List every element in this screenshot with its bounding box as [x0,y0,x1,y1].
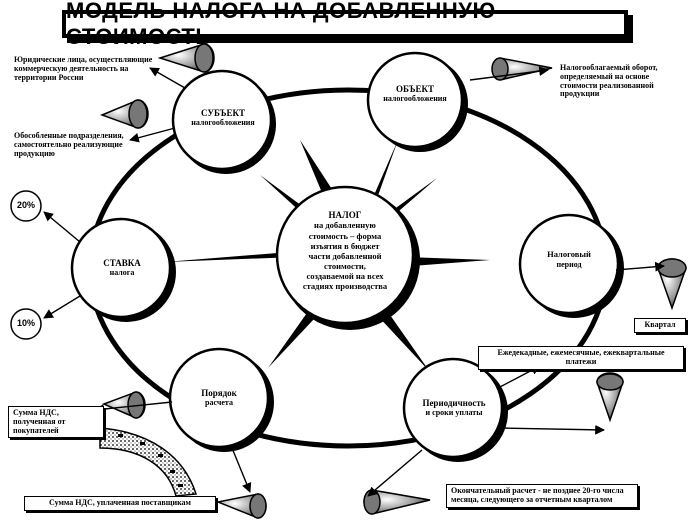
pipe-dashes [118,434,183,487]
center-node: НАЛОГ на добавленную стоимость – форма и… [302,210,388,292]
center-heading: НАЛОГ [328,210,362,220]
page-title: МОДЕЛЬ НАЛОГА НА ДОБАВЛЕННУЮ СТОИМОСТЬ [62,0,628,49]
node-circles [70,51,624,462]
node-order-sub: расчета [205,398,233,408]
node-order: Порядок расчета [176,388,262,408]
note-vat-received: Сумма НДС, полученная от покупателей [8,406,104,439]
node-object: ОБЪЕКТ налогообложения [370,84,460,104]
note-vat-paid: Сумма НДС, уплаченная поставщикам [24,496,216,511]
note-separate-units: Обособленные подразделения, самостоятель… [14,131,124,158]
node-subject-sub: налогообложения [191,118,255,128]
dotted-pipe [99,427,197,497]
note-taxable-turnover: Налогооблагаемый оборот, определяемый на… [560,63,658,99]
node-frequency-sub: и сроки уплаты [425,408,483,418]
rate-20-label: 20% [16,200,35,210]
rate-10-circle [10,308,42,340]
center-text: на добавленную стоимость – форма изъятия… [302,220,388,292]
node-object-title: ОБЪЕКТ [395,84,435,94]
rate-20-circle [10,190,42,222]
note-final-calc: Окончательный расчет - не позднее 20-го … [446,484,638,508]
note-payments: Ежедекадные, ежемесячные, ежеквартальные… [478,346,684,370]
node-period-sub: период [556,259,582,269]
node-frequency-title: Периодичность [422,398,486,408]
node-period-title: Налоговый [547,249,591,259]
node-subject: СУБЪЕКТ налогообложения [178,108,268,128]
node-rate-sub: налога [109,268,135,278]
node-rate-title: СТАВКА [103,258,141,268]
node-subject-title: СУБЪЕКТ [200,108,245,118]
node-period: Налоговый период [526,249,612,269]
node-object-sub: налогообложения [383,94,447,104]
note-quarter: Квартал [634,318,686,333]
note-legal-entities: Юридические лица, осуществляющие коммерч… [14,55,153,82]
node-order-title: Порядок [201,388,237,398]
node-rate: СТАВКА налога [80,258,164,278]
rate-10-label: 10% [16,318,35,328]
connector-arrows [43,66,665,497]
cone-icons [99,43,687,519]
node-frequency: Периодичность и сроки уплаты [406,398,502,418]
